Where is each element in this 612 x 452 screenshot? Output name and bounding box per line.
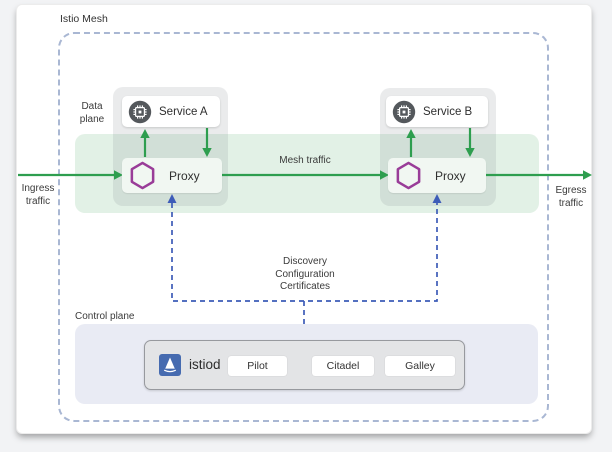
ingress-traffic-label: Ingress traffic (21, 183, 55, 207)
istiod-label: istiod (189, 357, 221, 372)
istio-logo-icon (159, 354, 181, 376)
mesh-traffic-label: Mesh traffic (279, 155, 331, 166)
service-a-box: Service A (122, 96, 220, 127)
service-b-box: Service B (386, 96, 488, 127)
chip-icon (392, 100, 416, 123)
proxy-b-box: Proxy (388, 158, 486, 193)
mesh-title: Istio Mesh (60, 13, 108, 25)
proxy-a-box: Proxy (122, 158, 222, 193)
egress-traffic-label: Egress traffic (555, 185, 587, 209)
proxy-b-label: Proxy (435, 168, 466, 183)
proxy-hexagon-icon (396, 161, 421, 190)
chip-icon (128, 100, 152, 123)
galley-component: Galley (385, 356, 455, 376)
service-b-label: Service B (423, 105, 473, 118)
proxy-hexagon-icon (130, 161, 155, 190)
service-a-label: Service A (159, 105, 208, 118)
data-plane-label: Data plane (79, 101, 105, 125)
pilot-component: Pilot (228, 356, 287, 376)
control-plane-box: istiod Pilot Citadel Galley (75, 324, 538, 404)
control-plane-label: Control plane (75, 311, 135, 322)
citadel-component: Citadel (312, 356, 374, 376)
proxy-a-label: Proxy (169, 168, 200, 183)
istio-mesh-boundary (58, 32, 549, 422)
control-channel-label: Discovery Configuration Certificates (275, 256, 335, 292)
istiod-box: istiod Pilot Citadel Galley (144, 340, 465, 390)
